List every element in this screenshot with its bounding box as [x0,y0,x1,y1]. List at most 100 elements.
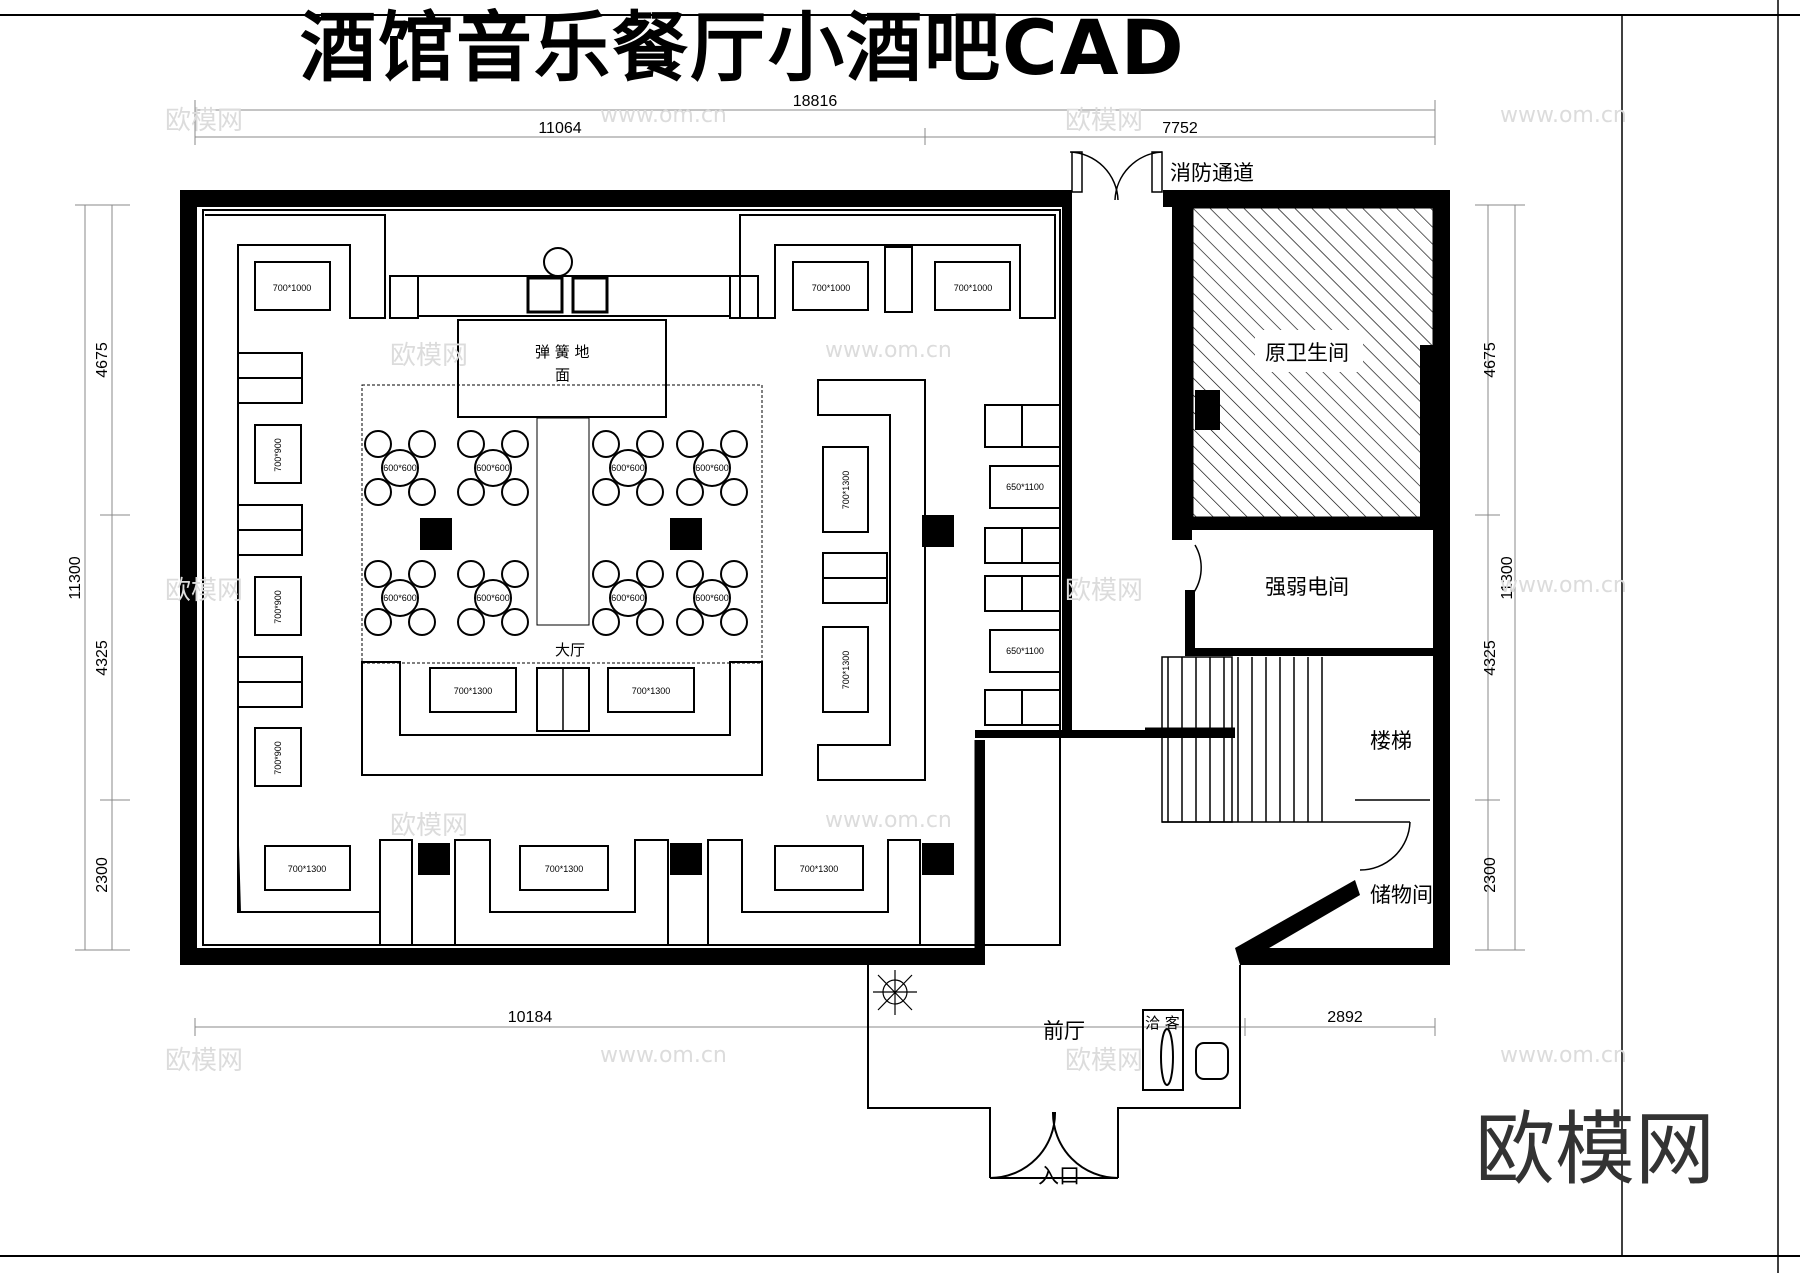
size-label: 700*1000 [812,283,851,293]
round-table-group: 600*600 [457,430,529,506]
size-label: 700*1300 [841,471,851,510]
round-table [609,579,647,617]
size-label: 700*1000 [954,283,993,293]
label-restroom: 原卫生间 [1265,341,1349,365]
size-label: 700*1300 [800,864,839,874]
round-seat [636,608,664,636]
watermark-logo: 欧模网 [165,576,244,606]
label-electrical: 强弱电间 [1265,575,1349,599]
watermark-url: www.om.cn [825,808,952,833]
round-seat [364,608,392,636]
dim-right-side-mid: 4325 [1482,640,1499,676]
plant-icon [873,970,917,1015]
watermark-logo: 欧模网 [390,341,469,371]
size-label: 700*900 [273,741,283,775]
dim-bottom-left: 10184 [508,1009,553,1026]
round-seat [592,608,620,636]
dim-bottom-right: 2892 [1327,1009,1363,1026]
round-table [609,449,647,487]
size-label: 650*1100 [1006,482,1044,492]
size-label: 600*600 [383,593,417,603]
right-booth [817,379,926,781]
dim-side-bottom: 2300 [94,857,111,893]
round-seat [408,478,436,506]
label-fire-exit: 消防通道 [1170,161,1254,185]
round-table-groups: 600*600 600*600 600*600 600*600 600*600 600*6… [364,430,748,636]
round-seat [592,430,620,458]
round-table-group: 600*600 [364,430,436,506]
round-table [474,449,512,487]
size-label: 700*1000 [273,283,312,293]
dim-top-left: 11064 [538,120,581,137]
round-table [474,579,512,617]
staircase [1145,656,1430,823]
watermark-url: www.om.cn [600,1043,727,1068]
size-label: 600*600 [695,463,729,473]
round-table-group: 600*600 [676,560,748,636]
label-spring-floor-1: 弹 簧 地 [535,343,590,361]
outer-walls [180,190,1450,965]
size-label: 700*1300 [841,651,851,690]
foyer [867,965,1241,1179]
label-spring-floor-2: 面 [555,366,570,384]
size-label: 700*900 [273,590,283,624]
round-seat [636,478,664,506]
size-label: 600*600 [611,463,645,473]
label-stairs: 楼梯 [1370,729,1412,753]
round-table-group: 600*600 [592,430,664,506]
round-seat [636,560,664,588]
size-label: 700*1300 [545,864,584,874]
size-label: 600*600 [383,463,417,473]
size-label: 700*900 [273,438,283,472]
size-label: 700*1300 [288,864,327,874]
round-seat [457,430,485,458]
round-seat [364,560,392,588]
round-seat [501,430,529,458]
round-table-group: 600*600 [676,430,748,506]
round-seat [720,560,748,588]
round-seat [720,430,748,458]
bar-counter [389,247,759,418]
label-foyer: 前厅 [1043,1019,1085,1043]
watermark-url: www.om.cn [600,103,727,128]
size-label: 650*1100 [1006,646,1044,656]
round-seat [408,430,436,458]
dining-area [361,384,763,776]
watermark-url: www.om.cn [1500,573,1627,598]
round-seat [457,560,485,588]
dim-side-mid: 4325 [94,640,111,676]
round-seat [408,608,436,636]
round-seat [592,560,620,588]
label-storage: 储物间 [1370,883,1433,907]
watermark-url: www.om.cn [1500,1043,1627,1068]
watermark-logo: 欧模网 [1065,1046,1144,1076]
round-seat [501,560,529,588]
dim-top-right: 7752 [1162,120,1198,137]
drawing-title: 酒馆音乐餐厅小酒吧CAD [300,3,1186,92]
label-reception: 洽 客 [1145,1014,1180,1032]
watermark-logo: 欧模网 [165,106,244,136]
dim-right-side-top: 4675 [1482,342,1499,378]
dim-right-side-total: 11300 [1499,556,1516,599]
round-seat [676,430,704,458]
round-seat [501,608,529,636]
dimension-lines [75,100,1525,1036]
round-table [381,449,419,487]
round-seat [720,608,748,636]
brand-logo: 欧模网 [1475,1103,1715,1196]
round-seat [501,478,529,506]
label-hall: 大厅 [555,641,585,659]
size-label: 600*600 [695,593,729,603]
storage-wall [1235,880,1360,965]
size-label: 700*1300 [454,686,493,696]
dim-right-side-bottom: 2300 [1482,857,1499,893]
label-entrance: 入口 [1038,1164,1080,1188]
watermark-logo: 欧模网 [1065,576,1144,606]
round-seat [636,430,664,458]
round-seat [676,608,704,636]
round-table [381,579,419,617]
round-seat [592,478,620,506]
round-seat [364,478,392,506]
